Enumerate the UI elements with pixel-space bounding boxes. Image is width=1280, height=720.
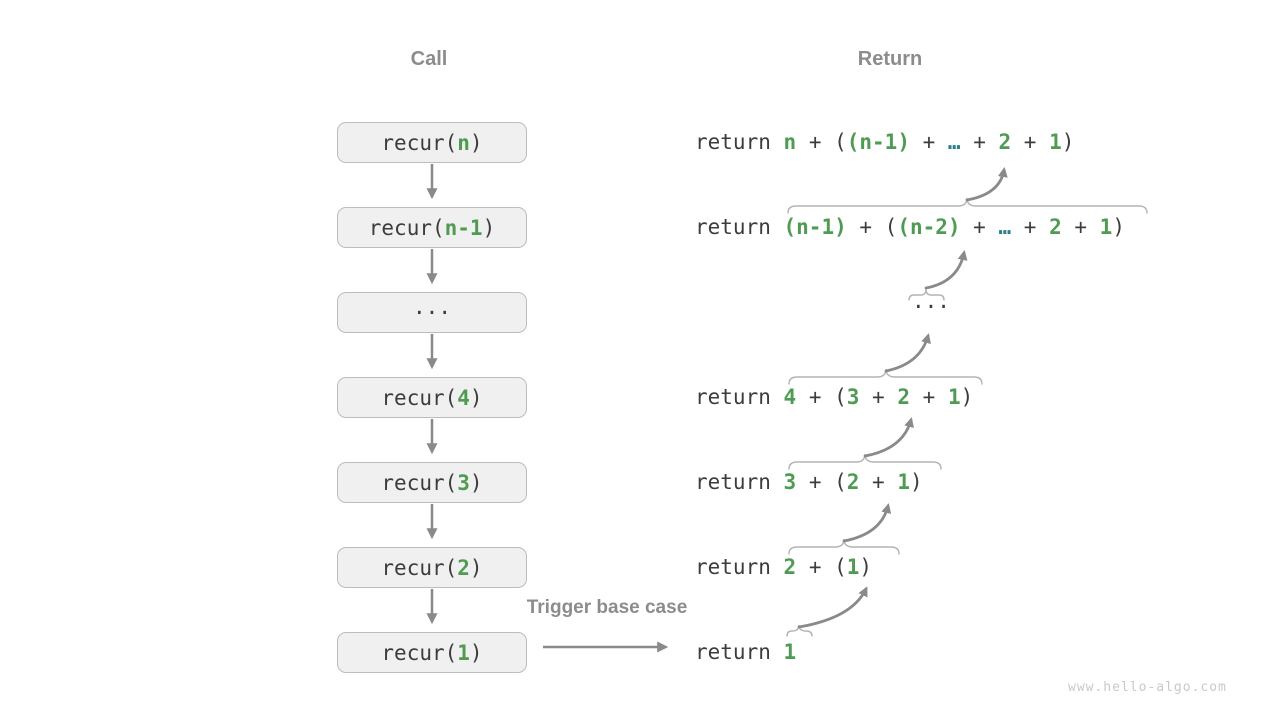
code-segment: return	[695, 130, 784, 154]
code-segment: 2	[457, 555, 470, 580]
return-arrow	[797, 586, 868, 629]
code-segment: + (	[846, 215, 898, 239]
code-segment: return	[695, 555, 784, 579]
code-segment: 1	[457, 640, 470, 665]
code-segment: recur(	[381, 640, 458, 665]
code-segment: (n-1)	[846, 130, 910, 154]
code-segment: + (	[796, 130, 847, 154]
overbrace	[788, 453, 942, 470]
return-arrow	[863, 417, 914, 458]
code-segment: n-1	[444, 215, 483, 240]
code-segment: recur(	[368, 215, 445, 240]
call-box-recur-3: recur(3)	[337, 462, 527, 503]
code-segment: 1	[897, 470, 910, 494]
code-segment: + (	[796, 555, 847, 579]
code-segment: 1	[1099, 215, 1113, 239]
code-segment: 1	[947, 385, 961, 409]
call-box-recur-2: recur(2)	[337, 547, 527, 588]
call-column-title: Call	[410, 48, 448, 70]
return-row-1: return 1	[695, 637, 796, 667]
call-box-recur-n-1: recur(n-1)	[337, 207, 527, 248]
return-arrow	[842, 503, 892, 543]
return-arrow	[924, 250, 968, 290]
code-segment: 1	[1049, 130, 1062, 154]
code-segment: +	[909, 130, 948, 154]
return-arrow	[965, 167, 1008, 202]
code-segment: …	[947, 130, 961, 154]
code-segment: +	[960, 130, 999, 154]
watermark: www.hello-algo.com	[1068, 680, 1227, 695]
code-segment: 2	[998, 130, 1012, 154]
code-segment: )	[469, 555, 483, 580]
overbraces	[786, 197, 1148, 637]
code-segment: (n-1)	[783, 215, 847, 239]
code-segment: return	[695, 215, 784, 239]
code-segment: )	[859, 555, 873, 579]
code-segment: )	[469, 470, 483, 495]
code-segment: 2	[846, 470, 860, 494]
code-segment: )	[482, 215, 496, 240]
code-segment: 1	[846, 555, 860, 579]
code-segment: )	[469, 640, 483, 665]
call-box-ellipsis: ···	[337, 292, 527, 333]
code-segment: + (	[796, 470, 847, 494]
code-segment: ···	[912, 295, 950, 319]
return-row-2: return 2 + (1)	[695, 552, 872, 582]
code-segment: )	[1061, 130, 1075, 154]
code-segment: 2	[1049, 215, 1062, 239]
code-segment: recur(	[381, 130, 458, 155]
return-row-n-1: return (n-1) + ((n-2) + … + 2 + 1)	[695, 212, 1125, 242]
code-segment: +	[859, 470, 898, 494]
code-segment: 3	[846, 385, 860, 409]
code-segment: )	[469, 130, 483, 155]
code-segment: 2	[897, 385, 910, 409]
overbrace	[788, 368, 983, 385]
code-segment: 4	[457, 385, 470, 410]
code-segment: 2	[783, 555, 797, 579]
code-segment: +	[910, 385, 948, 409]
return-up-arrows	[797, 167, 1008, 629]
code-segment: )	[1112, 215, 1125, 239]
overbrace	[786, 624, 813, 637]
call-box-recur-4: recur(4)	[337, 377, 527, 418]
return-row-n: return n + ((n-1) + … + 2 + 1)	[695, 127, 1074, 157]
code-segment: recur(	[381, 385, 458, 410]
return-column-title: Return	[857, 48, 923, 70]
code-segment: +	[1011, 215, 1050, 239]
code-segment: 3	[783, 470, 797, 494]
return-row-ellipsis: ···	[912, 292, 950, 322]
code-segment: )	[960, 385, 974, 409]
code-segment: +	[1011, 130, 1050, 154]
trigger-base-case-label: Trigger base case	[526, 597, 688, 618]
return-arrow	[884, 333, 931, 373]
code-segment: return	[695, 470, 784, 494]
code-segment: recur(	[381, 470, 458, 495]
code-segment: …	[998, 215, 1012, 239]
code-segment: (n-2)	[897, 215, 961, 239]
return-row-4: return 4 + (3 + 2 + 1)	[695, 382, 973, 412]
code-segment: +	[960, 215, 999, 239]
code-segment: return	[695, 640, 784, 664]
code-segment: 1	[783, 640, 797, 664]
call-box-recur-1: recur(1)	[337, 632, 527, 673]
code-segment: )	[469, 385, 483, 410]
call-box-recur-n: recur(n)	[337, 122, 527, 163]
code-segment: 3	[457, 470, 470, 495]
code-segment: 4	[783, 385, 797, 409]
code-segment: return	[695, 385, 784, 409]
overbrace	[787, 197, 1148, 214]
code-segment: + (	[796, 385, 847, 409]
code-segment: +	[1061, 215, 1100, 239]
code-segment: n	[783, 130, 797, 154]
return-row-3: return 3 + (2 + 1)	[695, 467, 923, 497]
overbrace	[788, 538, 900, 555]
code-segment: ···	[413, 300, 451, 325]
code-segment: )	[910, 470, 923, 494]
code-segment: recur(	[381, 555, 458, 580]
code-segment: n	[457, 130, 470, 155]
code-segment: +	[859, 385, 898, 409]
